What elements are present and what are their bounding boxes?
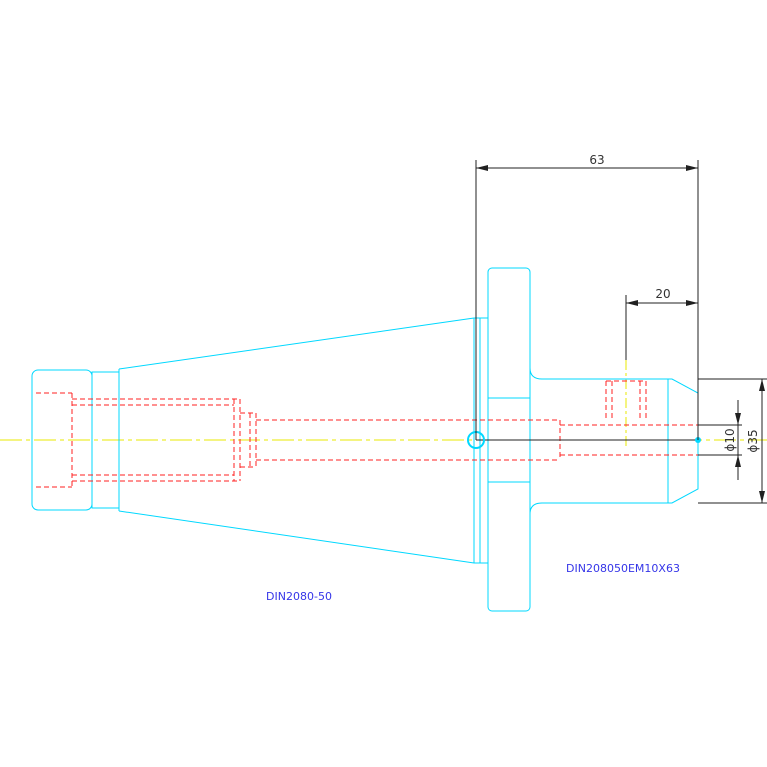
- label-holder-part: DIN2080-50: [266, 590, 332, 603]
- dim-bore-diameter: ϕ10: [723, 428, 737, 451]
- adapter-body: [529, 367, 699, 515]
- dimension-arrows: [476, 165, 765, 503]
- hidden-bores: [36, 380, 698, 488]
- label-adapter-part: DIN208050EM10X63: [566, 562, 680, 575]
- dim-bore-depth: 20: [655, 287, 670, 301]
- dimension-lines: [475, 160, 767, 504]
- taper-body: [118, 317, 475, 564]
- dim-outer-diameter: ϕ35: [746, 429, 760, 452]
- dim-overall-length: 63: [589, 153, 604, 167]
